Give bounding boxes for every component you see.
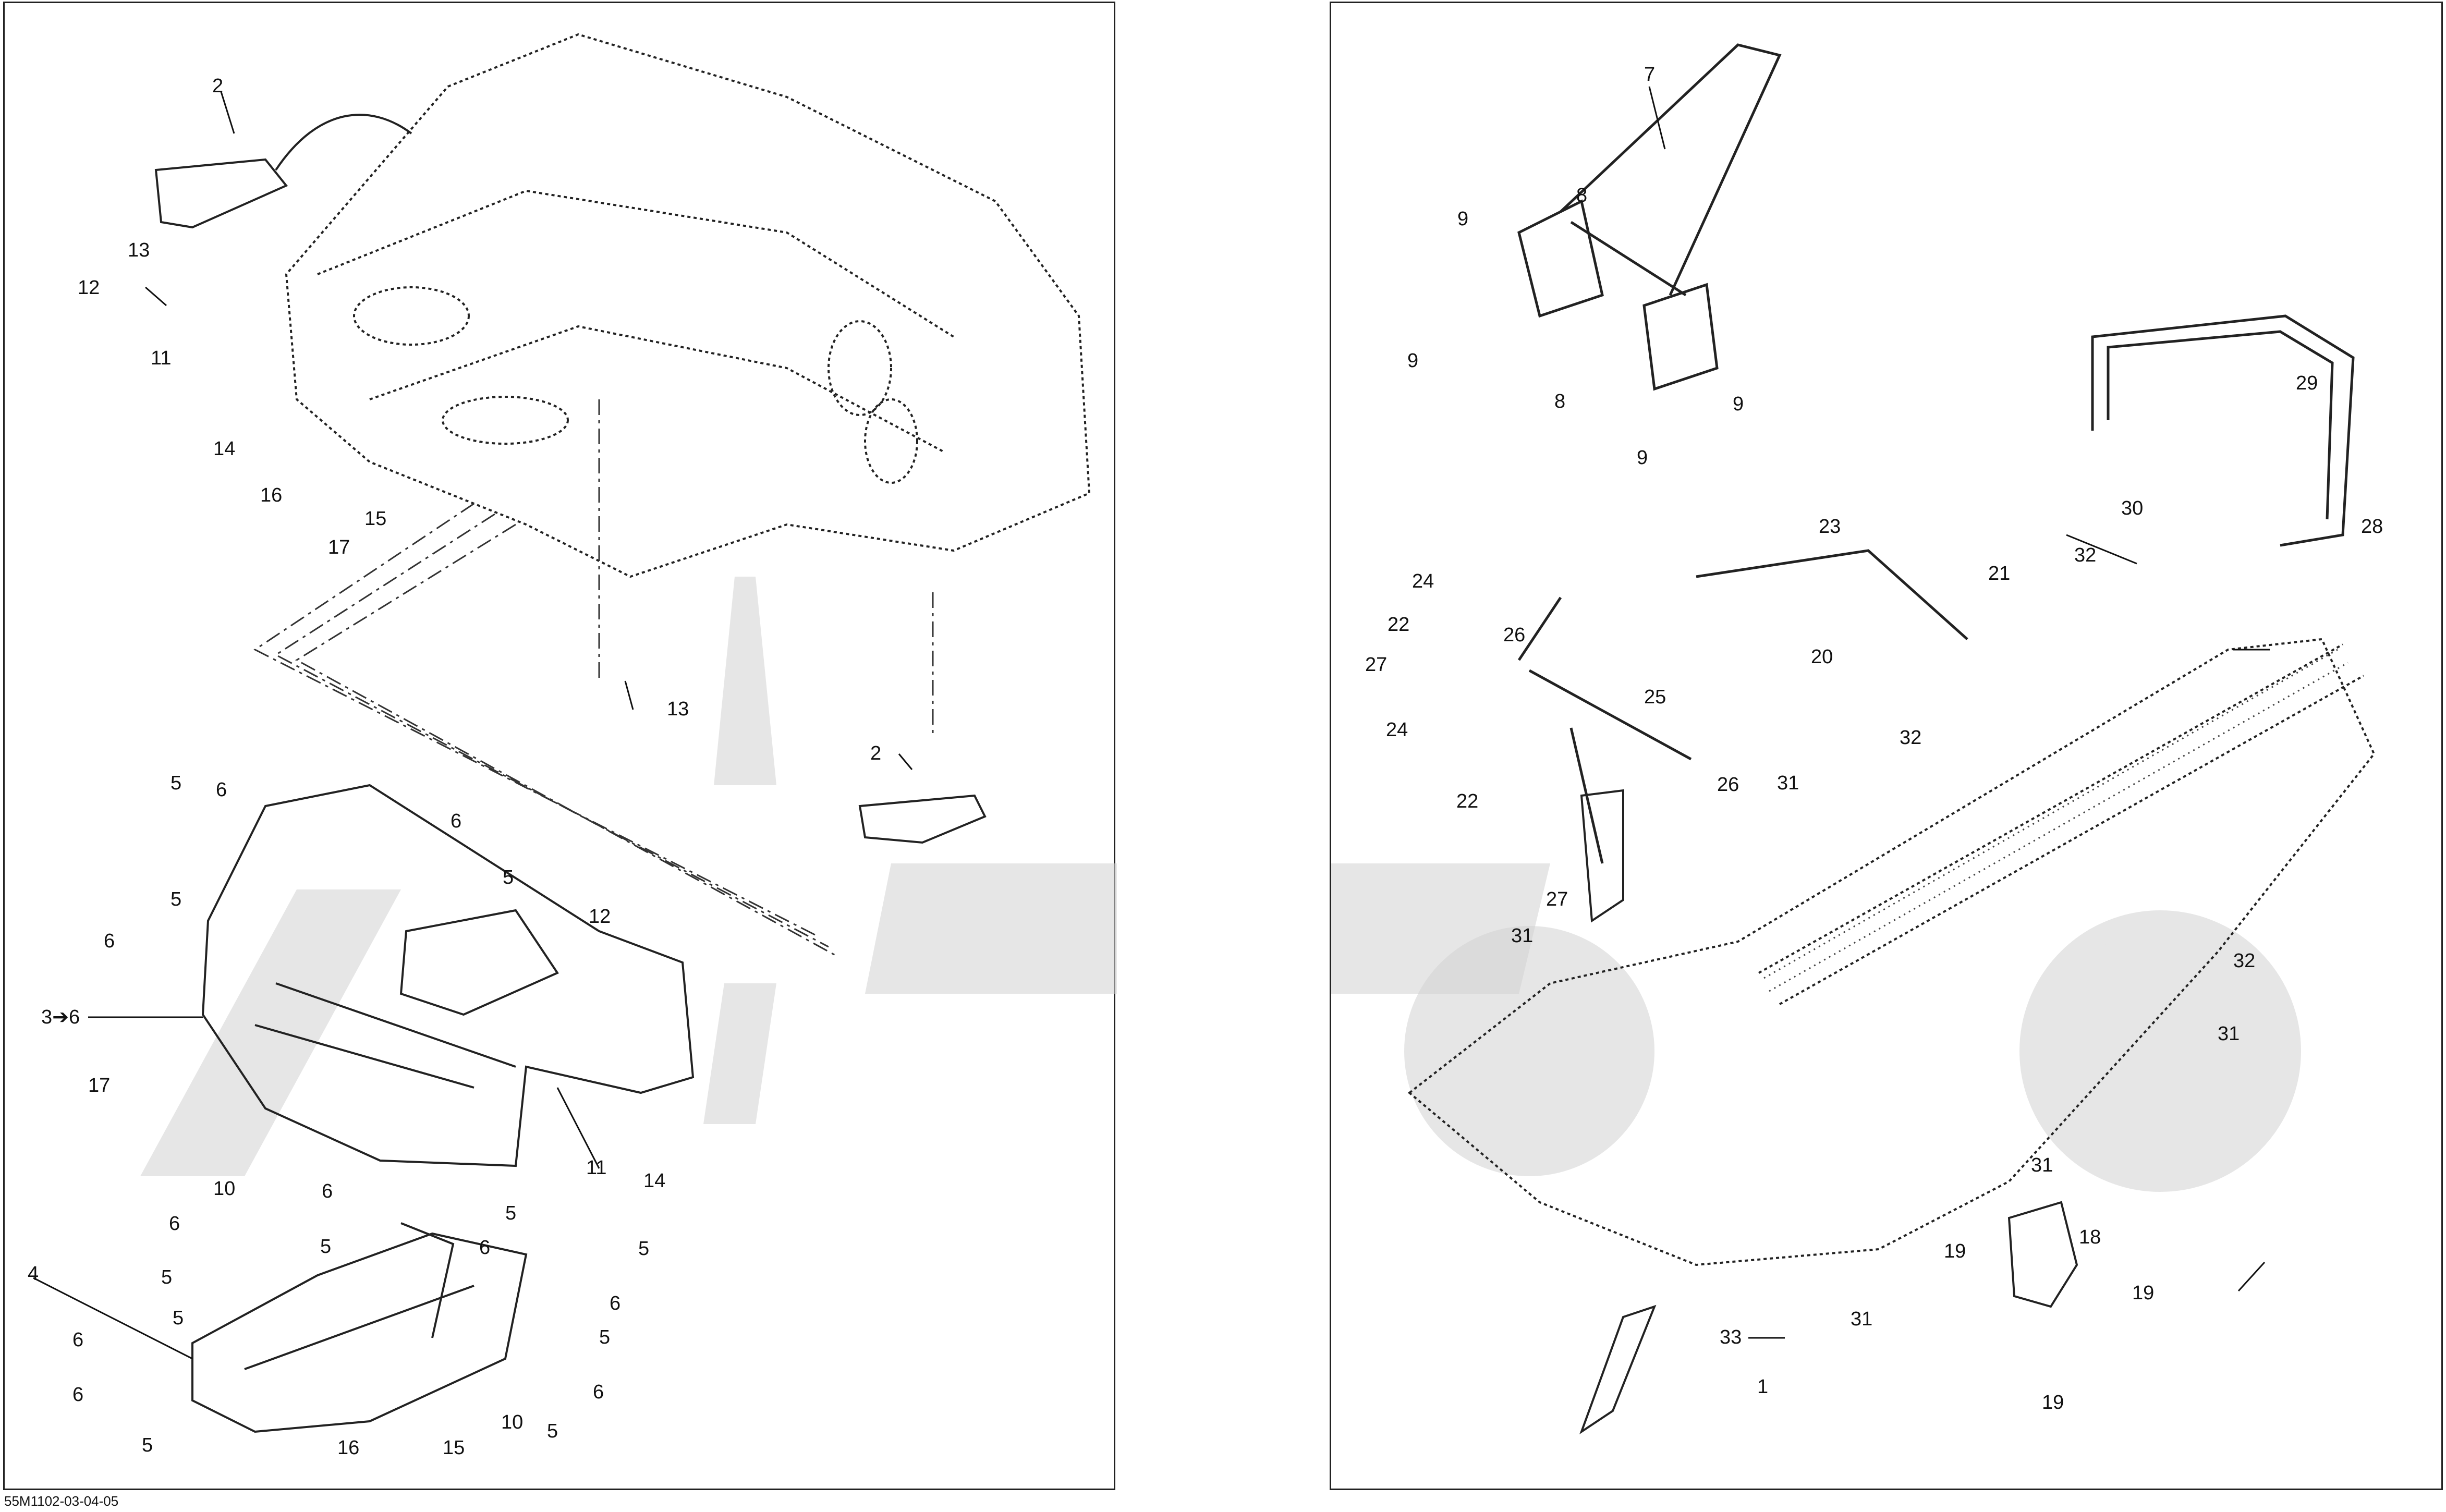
tunnel-assembly [1407, 638, 2376, 1266]
callout-5-a: 5 [171, 772, 182, 794]
callout-10-a: 10 [213, 1178, 236, 1200]
callout-24-b: 24 [1386, 719, 1408, 741]
callout-5-e: 5 [320, 1236, 332, 1258]
callout-11-a: 11 [151, 347, 172, 369]
rear-bumper [2091, 314, 2355, 547]
callout-19-a: 19 [1944, 1240, 1966, 1262]
callout-29: 29 [2296, 372, 2318, 394]
right-leader-lines [1648, 86, 2270, 1339]
callout-17-a: 17 [328, 536, 350, 558]
heat-exchanger-fins [1763, 649, 2348, 992]
callout-31-c: 31 [2218, 1023, 2240, 1045]
callout-5-h: 5 [173, 1307, 184, 1329]
callout-22-b: 22 [1456, 790, 1479, 812]
leader-lines [33, 91, 913, 1360]
watermark-left [140, 577, 1117, 1176]
callout-12-b: 12 [589, 906, 611, 928]
callout-1: 1 [1757, 1376, 1769, 1398]
callout-15-b: 15 [443, 1437, 465, 1459]
callout-6-d: 6 [322, 1180, 333, 1202]
callout-6-b: 6 [451, 810, 462, 832]
callout-8-b: 8 [1554, 391, 1566, 412]
callout-6-a: 6 [216, 779, 227, 801]
watermark-right [1331, 863, 2301, 1192]
callout-14-b: 14 [643, 1170, 666, 1192]
callout-25: 25 [1644, 686, 1666, 708]
callout-11-b: 11 [586, 1157, 607, 1179]
left-exploded-view [33, 33, 1117, 1433]
lower-bracket [191, 1222, 528, 1433]
callout-32-a: 32 [2074, 544, 2097, 566]
callout-12-a: 12 [78, 277, 100, 299]
callout-30: 30 [2121, 497, 2144, 519]
callout-21: 21 [1988, 563, 2011, 584]
callout-31-e: 31 [1851, 1308, 1873, 1330]
callout-7: 7 [1644, 64, 1656, 86]
callout-17-b: 17 [88, 1075, 111, 1096]
callout-5-j: 5 [547, 1420, 558, 1442]
callout-6-e: 6 [169, 1213, 180, 1235]
side-brackets [1579, 789, 2078, 1435]
callout-5-k: 5 [599, 1326, 611, 1348]
callout-5-f: 5 [638, 1238, 650, 1260]
callout-6-h: 6 [72, 1329, 84, 1351]
callout-18: 18 [2079, 1226, 2101, 1248]
callout-8-a: 8 [1576, 185, 1588, 206]
right-exploded-view [1331, 43, 2376, 1435]
top-left-bracket [154, 114, 412, 229]
callout-5-i: 5 [142, 1434, 153, 1456]
callout-13-a: 13 [128, 239, 150, 261]
callout-26-b: 26 [1717, 774, 1739, 796]
callout-16-a: 16 [260, 484, 283, 506]
callout-22-a: 22 [1388, 614, 1410, 636]
callout-5-d: 5 [505, 1202, 517, 1224]
callout-6-f: 6 [479, 1237, 491, 1259]
callout-19-b: 19 [2132, 1282, 2155, 1304]
callout-33: 33 [1720, 1326, 1742, 1348]
callout-16-b: 16 [337, 1437, 360, 1459]
callout-4: 4 [28, 1263, 39, 1285]
callout-9-a: 9 [1457, 208, 1469, 230]
callout-10-b: 10 [501, 1411, 524, 1433]
callout-24-a: 24 [1412, 570, 1434, 592]
callout-31-d: 31 [2031, 1154, 2053, 1176]
callout-9-b: 9 [1407, 350, 1419, 372]
callout-2-a: 2 [212, 75, 224, 97]
callout-14-a: 14 [213, 438, 236, 460]
tunnel-plate [201, 784, 695, 1167]
callout-20: 20 [1811, 646, 1833, 668]
callout-31-b: 31 [1511, 925, 1534, 947]
callout-5-g: 5 [161, 1266, 173, 1288]
callout-13-b: 13 [667, 698, 689, 720]
callout-27-a: 27 [1365, 654, 1388, 676]
left-diagram-panel: 2 13 12 11 14 16 15 17 13 2 5 6 6 5 3➔6 … [3, 2, 1117, 1490]
right-diagram-panel: 7 8 9 9 8 9 9 29 30 28 23 21 32 24 22 26… [1330, 2, 2443, 1490]
upper-chassis [285, 33, 1091, 578]
callout-15-a: 15 [364, 508, 387, 530]
a-arm [1517, 43, 1782, 391]
callout-6-j: 6 [593, 1381, 604, 1403]
callout-27-b: 27 [1546, 888, 1568, 910]
callout-3-arrow-6: 3➔6 [41, 1006, 80, 1028]
figure-code: 55M1102-03-04-05 [4, 1493, 119, 1509]
callout-9-c: 9 [1733, 393, 1744, 415]
callout-19-c: 19 [2042, 1392, 2064, 1413]
callout-31-a: 31 [1777, 772, 1799, 794]
callout-6-g: 6 [610, 1292, 621, 1314]
small-bracket-right [858, 794, 987, 844]
callout-6-c: 6 [104, 930, 115, 952]
callout-32-c: 32 [2233, 950, 2256, 972]
support-rails [1517, 549, 1968, 864]
callout-9-d: 9 [1637, 447, 1648, 469]
callout-5-c: 5 [171, 888, 182, 910]
callout-2-b: 2 [870, 742, 882, 764]
callout-6-i: 6 [72, 1384, 84, 1406]
dashed-assembly-path [253, 399, 934, 958]
callout-26-a: 26 [1503, 624, 1526, 646]
callout-5-b: 5 [503, 867, 514, 888]
callout-28: 28 [2361, 516, 2383, 538]
callout-32-b: 32 [1900, 727, 1922, 749]
callout-23: 23 [1819, 516, 1841, 538]
